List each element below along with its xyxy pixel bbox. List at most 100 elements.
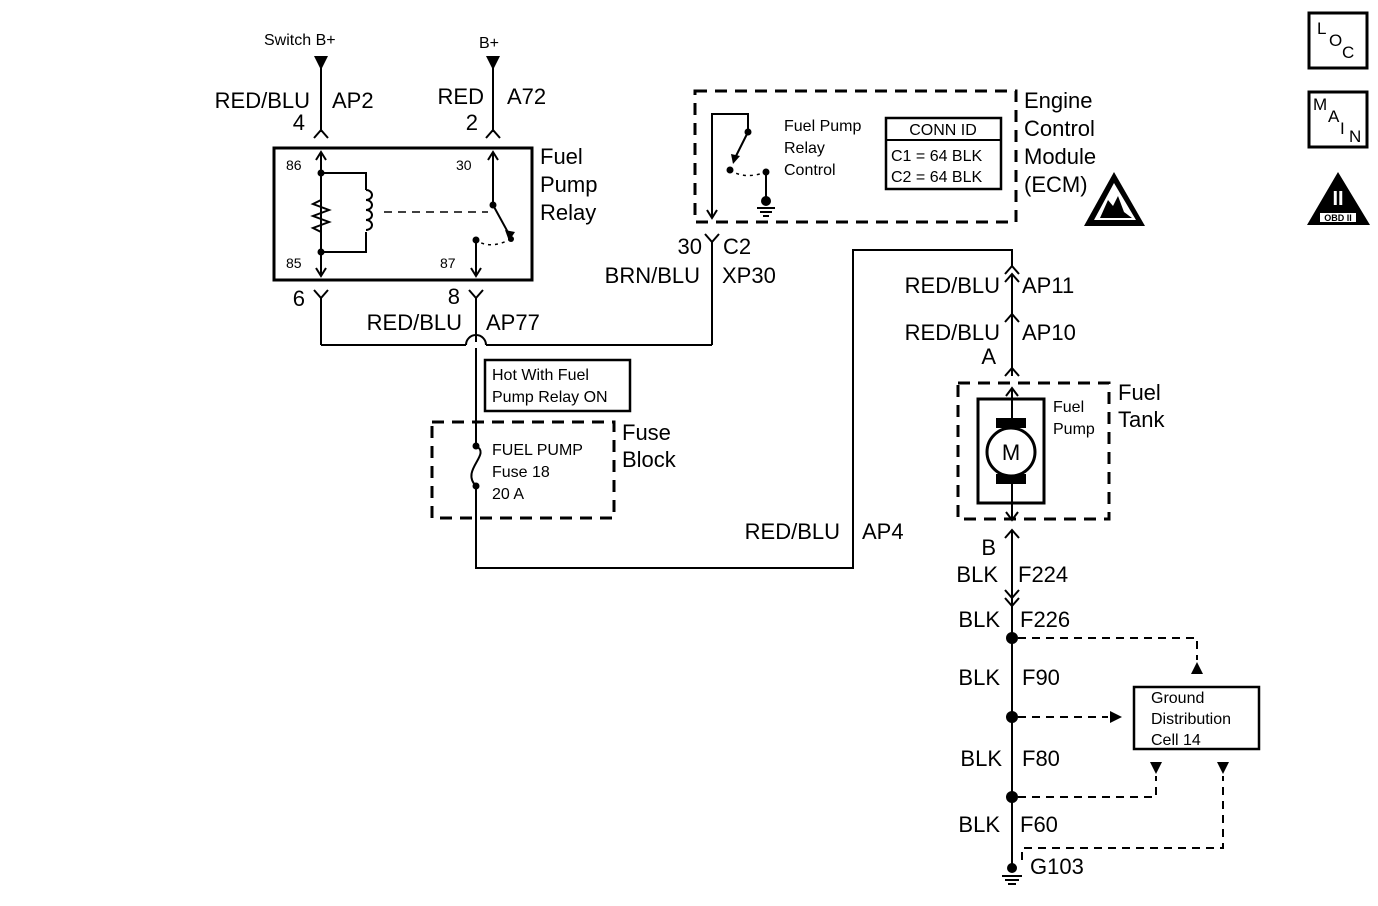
switch-bplus-label: Switch B+	[264, 32, 336, 49]
main-icon[interactable]: M A I N	[1307, 90, 1369, 149]
relay-resistor-icon	[310, 199, 332, 233]
ground-dist-line-3: Cell 14	[1151, 732, 1201, 749]
wire-ap77-pin: 8	[448, 284, 460, 309]
wire-f60-color: BLK	[958, 812, 1000, 837]
wire-ap10-pin: A	[981, 344, 996, 369]
svg-text:O: O	[1329, 31, 1342, 50]
fuse-block-title-1: Fuse	[622, 420, 671, 445]
connector-a	[1004, 366, 1020, 377]
connector-ap10	[1004, 312, 1020, 323]
fuel-pump-label-1: Fuel	[1053, 399, 1084, 416]
ecm-control-line-3: Control	[784, 162, 836, 179]
fuse-rating: 20 A	[492, 486, 524, 503]
conn-id-header: CONN ID	[909, 122, 977, 139]
fuse-number: Fuse 18	[492, 464, 550, 481]
splice-f226	[1006, 632, 1018, 644]
ecm-title-4: (ECM)	[1024, 172, 1088, 197]
fuel-tank-title-1: Fuel	[1118, 380, 1161, 405]
ecm-ground-dot	[761, 196, 771, 206]
connector-ap2	[313, 128, 329, 139]
ground-dist-line-1: Ground	[1151, 690, 1204, 707]
wire-ap10-color: RED/BLU	[905, 320, 1000, 345]
relay-coil-icon	[365, 189, 373, 231]
motor-label: M	[1002, 440, 1020, 465]
relay-title-3: Relay	[540, 200, 596, 225]
fuse-block-box	[430, 420, 616, 520]
ecm-box	[693, 89, 1018, 224]
wire-ap11-circuit: AP11	[1022, 273, 1074, 298]
fuel-pump-label-2: Pump	[1053, 421, 1095, 438]
ground-dist-arrow-f90	[1110, 711, 1122, 723]
wire-xp30-connector: C2	[723, 234, 751, 259]
ground-dist-arrow-g103	[1217, 762, 1229, 774]
wire-f226-color: BLK	[958, 607, 1000, 632]
relay-pin-87: 87	[440, 255, 456, 271]
wire-xp30-circuit: XP30	[722, 263, 776, 288]
connector-pin-8	[468, 289, 484, 300]
ground-dist-arrow-f80	[1150, 762, 1162, 774]
wire-f226-circuit: F226	[1020, 607, 1070, 632]
wire-ap2-color: RED/BLU	[215, 88, 310, 113]
wire-ap10-circuit: AP10	[1022, 320, 1076, 345]
fuse-icon	[470, 445, 482, 487]
wire-ap4	[475, 249, 1013, 569]
bplus-label: B+	[479, 35, 499, 52]
wire-pin-6: 6	[293, 286, 305, 311]
splice-f90	[1006, 711, 1018, 723]
loc-icon[interactable]: L O C	[1307, 11, 1369, 70]
motor-icon	[985, 426, 1037, 478]
relay-coil-bottom-lead	[321, 232, 367, 253]
relay-coil-top-lead	[321, 172, 367, 190]
relay-title-1: Fuel	[540, 144, 583, 169]
wire-ap2-pin: 4	[293, 110, 305, 135]
wire-ap4-circuit: AP4	[862, 519, 904, 544]
relay-switch-travel	[475, 238, 512, 246]
ecm-switch-blade	[734, 131, 749, 159]
fuel-pump-arrow-bottom	[1005, 511, 1019, 522]
conn-id-box	[884, 116, 1003, 191]
svg-text:M: M	[1313, 95, 1327, 114]
ecm-ground-icon	[757, 207, 775, 217]
esd-warning-icon	[1084, 172, 1145, 226]
relay-switch-arrow	[505, 230, 515, 241]
fuel-tank-title-2: Tank	[1118, 407, 1165, 432]
wire-ap11-color: RED/BLU	[905, 273, 1000, 298]
obd-ii-icon[interactable]: II OBD II	[1307, 172, 1370, 225]
wire-f80-color: BLK	[960, 746, 1002, 771]
hot-note-box	[483, 358, 632, 413]
svg-text:OBD II: OBD II	[1324, 213, 1352, 223]
ecm-internal-arrow	[706, 209, 718, 220]
svg-text:L: L	[1317, 19, 1326, 38]
wire-f224-pin: B	[981, 535, 996, 560]
conn-id-c1: C1 = 64 BLK	[891, 148, 983, 165]
connector-a72	[485, 128, 501, 139]
wire-f60-circuit: F60	[1020, 812, 1058, 837]
source-arrow-bplus	[486, 56, 500, 70]
fuel-pump-arrow-top	[1005, 386, 1019, 397]
ecm-switch-arrow	[731, 154, 740, 164]
ground-distribution-box	[1132, 685, 1261, 751]
ground-dist-ref-f226	[1018, 637, 1198, 660]
ecm-internal-wire	[711, 113, 749, 218]
wire-f80-circuit: F80	[1022, 746, 1060, 771]
wire-a72-pin: 2	[466, 110, 478, 135]
wire-xp30-pin: 30	[678, 234, 702, 259]
wire-xp30-color: BRN/BLU	[605, 263, 700, 288]
relay-pin-86: 86	[286, 157, 302, 173]
ground-dist-arrow-f226	[1191, 662, 1203, 674]
fuel-tank-box	[956, 381, 1111, 521]
ground-g103-label: G103	[1030, 854, 1084, 879]
wire-f90-color: BLK	[958, 665, 1000, 690]
wire-f224-circuit: F224	[1018, 562, 1068, 587]
svg-text:A: A	[1328, 107, 1340, 126]
ground-g103-dot	[1007, 863, 1017, 873]
motor-brush-bottom	[996, 474, 1026, 484]
motor-brush-top	[996, 418, 1026, 428]
source-arrow-switch	[314, 56, 328, 70]
svg-text:N: N	[1349, 127, 1361, 146]
ecm-switch-travel	[729, 169, 767, 177]
wire-ap77-circuit: AP77	[486, 310, 540, 335]
wire-ap77-color: RED/BLU	[367, 310, 462, 335]
svg-text:II: II	[1332, 188, 1343, 210]
fuel-pump-relay-box	[272, 146, 534, 282]
